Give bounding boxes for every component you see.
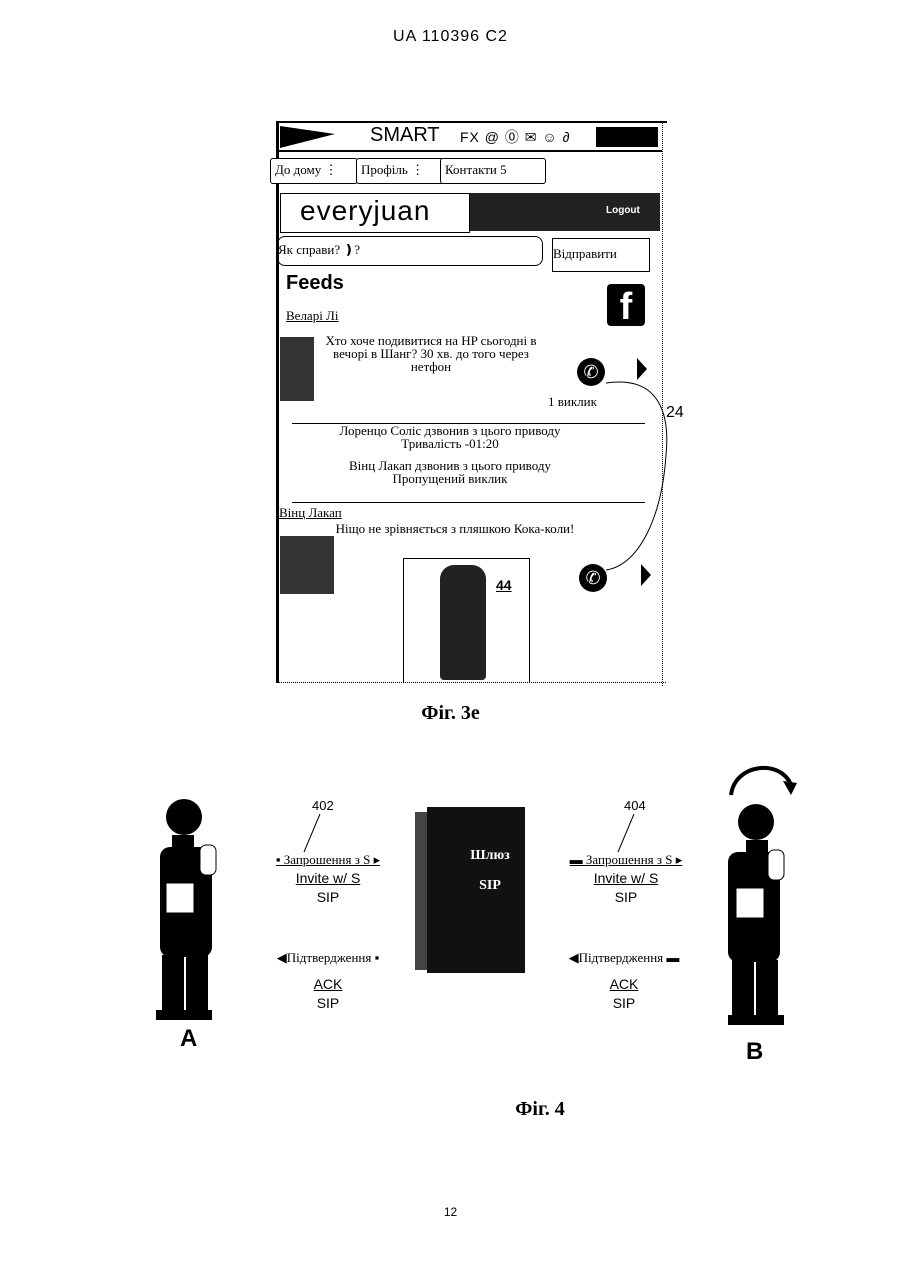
nav-home-button[interactable]: До дому ⋮ [270,158,358,184]
feed2-avatar [280,536,334,594]
reference-label-404: 404 [624,798,646,813]
reference-connector [600,375,680,575]
gateway-label: Шлюз [460,848,520,864]
send-button[interactable]: Відправити [552,238,650,272]
person-a-icon [152,795,222,1035]
figure-caption: Фіг. 4 [0,1098,901,1121]
divider [292,502,645,503]
feed1-text: Хто хоче подивитися на HP сьогодні в веч… [318,334,544,373]
figure-caption: Фіг. 3е [0,702,901,725]
status-icons: FX @ ⓪ ✉ ☺ ∂ [460,127,571,147]
signal-flag-icon [280,126,335,148]
patent-header: UA 110396 C2 [0,28,901,46]
nav-profile-button[interactable]: Профіль ⋮ [356,158,444,184]
battery-icon [596,127,658,147]
activity-line: Тривалість -01:20 [300,437,600,450]
ack-message-left: ◀Підтвердження ▪ ACK SIP [238,948,418,1013]
ack-message-right: ◀Підтвердження ▬ ACK SIP [534,948,714,1013]
status-input[interactable]: Як справи? ❫? [277,236,543,266]
reference-leader [614,812,638,854]
reference-label-402: 402 [312,798,334,813]
facebook-icon[interactable]: f [607,284,645,326]
ad-reference-label: 44 [496,577,512,593]
party-b-label: B [746,1038,763,1066]
app-logo: everyjuan [300,195,430,227]
page-number: 12 [0,1205,901,1219]
invite-message-left: ▪ Запрошення з S ▸ Invite w/ S SIP [238,850,418,907]
feed2-text: Ніщо не зрівняється з пляшкою Кока-коли! [320,522,590,535]
feed1-user-link[interactable]: Веларі Лі [286,308,339,324]
nav-note: 5 [500,162,507,177]
cola-bottle-image [440,565,486,680]
feed2-user-link[interactable]: Вінц Лакап [279,505,342,521]
feed1-avatar [280,337,314,401]
gateway-protocol-label: SIP [460,878,520,894]
invite-message-right: ▬ Запрошення з S ▸ Invite w/ S SIP [536,850,716,907]
party-a-label: A [180,1025,197,1053]
activity-item: Вінц Лакап дзвонив з цього приводу Пропу… [300,459,600,485]
activity-line: Пропущений виклик [300,472,600,485]
reference-leader [300,812,324,854]
rotation-arrow-icon [725,755,799,799]
person-b-icon [718,800,788,1040]
feeds-heading: Feeds [286,272,344,295]
logout-button[interactable]: Logout [606,205,640,216]
feed1-call-count: 1 виклик [548,394,597,410]
activity-item: Лоренцо Соліс дзвонив з цього приводу Тр… [300,424,600,450]
nav-contacts-button[interactable]: Контакти 5 [440,158,546,184]
app-title: SMART [370,124,440,147]
